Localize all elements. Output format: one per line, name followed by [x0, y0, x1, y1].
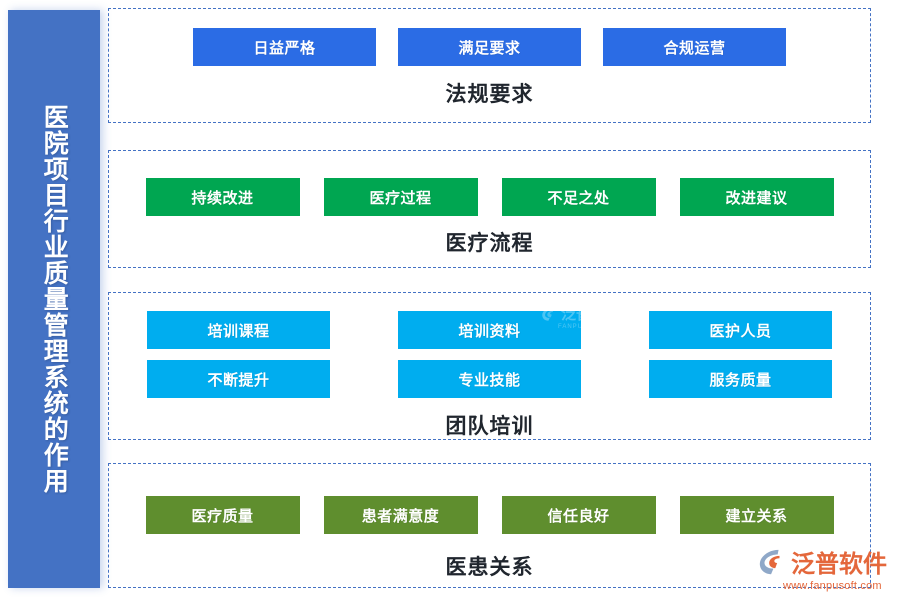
chip-item[interactable]: 医疗质量 — [145, 496, 300, 534]
section-label: 医患关系 — [445, 555, 534, 579]
chip-item[interactable]: 满足要求 — [398, 28, 581, 66]
chip-row: 医疗质量 患者满意度 信任良好 建立关系 — [109, 496, 870, 534]
chip-item[interactable]: 持续改进 — [145, 178, 300, 216]
section-label: 法规要求 — [445, 82, 534, 106]
chip-item[interactable]: 医疗过程 — [323, 178, 478, 216]
chip-item[interactable]: 医护人员 — [649, 311, 832, 349]
section-regulatory: 日益严格 满足要求 合规运营 法规要求 — [108, 8, 871, 123]
chip-item[interactable]: 改进建议 — [679, 178, 834, 216]
chip-item[interactable]: 服务质量 — [649, 360, 832, 398]
section-doctor-patient: 医疗质量 患者满意度 信任良好 建立关系 医患关系 — [108, 463, 871, 588]
section-label: 医疗流程 — [445, 231, 534, 255]
chip-row: 日益严格 满足要求 合规运营 — [109, 28, 870, 66]
vertical-title-text: 医院项目行业质量管理系统的作用 — [40, 104, 69, 494]
chip-item[interactable]: 不断提升 — [147, 360, 330, 398]
section-medical-process: 持续改进 医疗过程 不足之处 改进建议 医疗流程 — [108, 150, 871, 268]
section-label: 团队培训 — [445, 414, 534, 438]
chip-row: 培训课程 培训资料 医护人员 — [109, 311, 870, 349]
chip-item[interactable]: 合规运营 — [603, 28, 786, 66]
chip-item[interactable]: 培训课程 — [147, 311, 330, 349]
section-team-training: 培训课程 培训资料 医护人员 不断提升 专业技能 服务质量 团队培训 — [108, 292, 871, 440]
chip-item[interactable]: 不足之处 — [501, 178, 656, 216]
chip-item[interactable]: 日益严格 — [193, 28, 376, 66]
chip-item[interactable]: 患者满意度 — [323, 496, 478, 534]
chip-item[interactable]: 专业技能 — [398, 360, 581, 398]
chip-item[interactable]: 建立关系 — [679, 496, 834, 534]
chip-row: 不断提升 专业技能 服务质量 — [109, 360, 870, 398]
chip-item[interactable]: 信任良好 — [501, 496, 656, 534]
chip-item[interactable]: 培训资料 — [398, 311, 581, 349]
chip-row: 持续改进 医疗过程 不足之处 改进建议 — [109, 178, 870, 216]
vertical-title-bar: 医院项目行业质量管理系统的作用 — [8, 10, 100, 588]
